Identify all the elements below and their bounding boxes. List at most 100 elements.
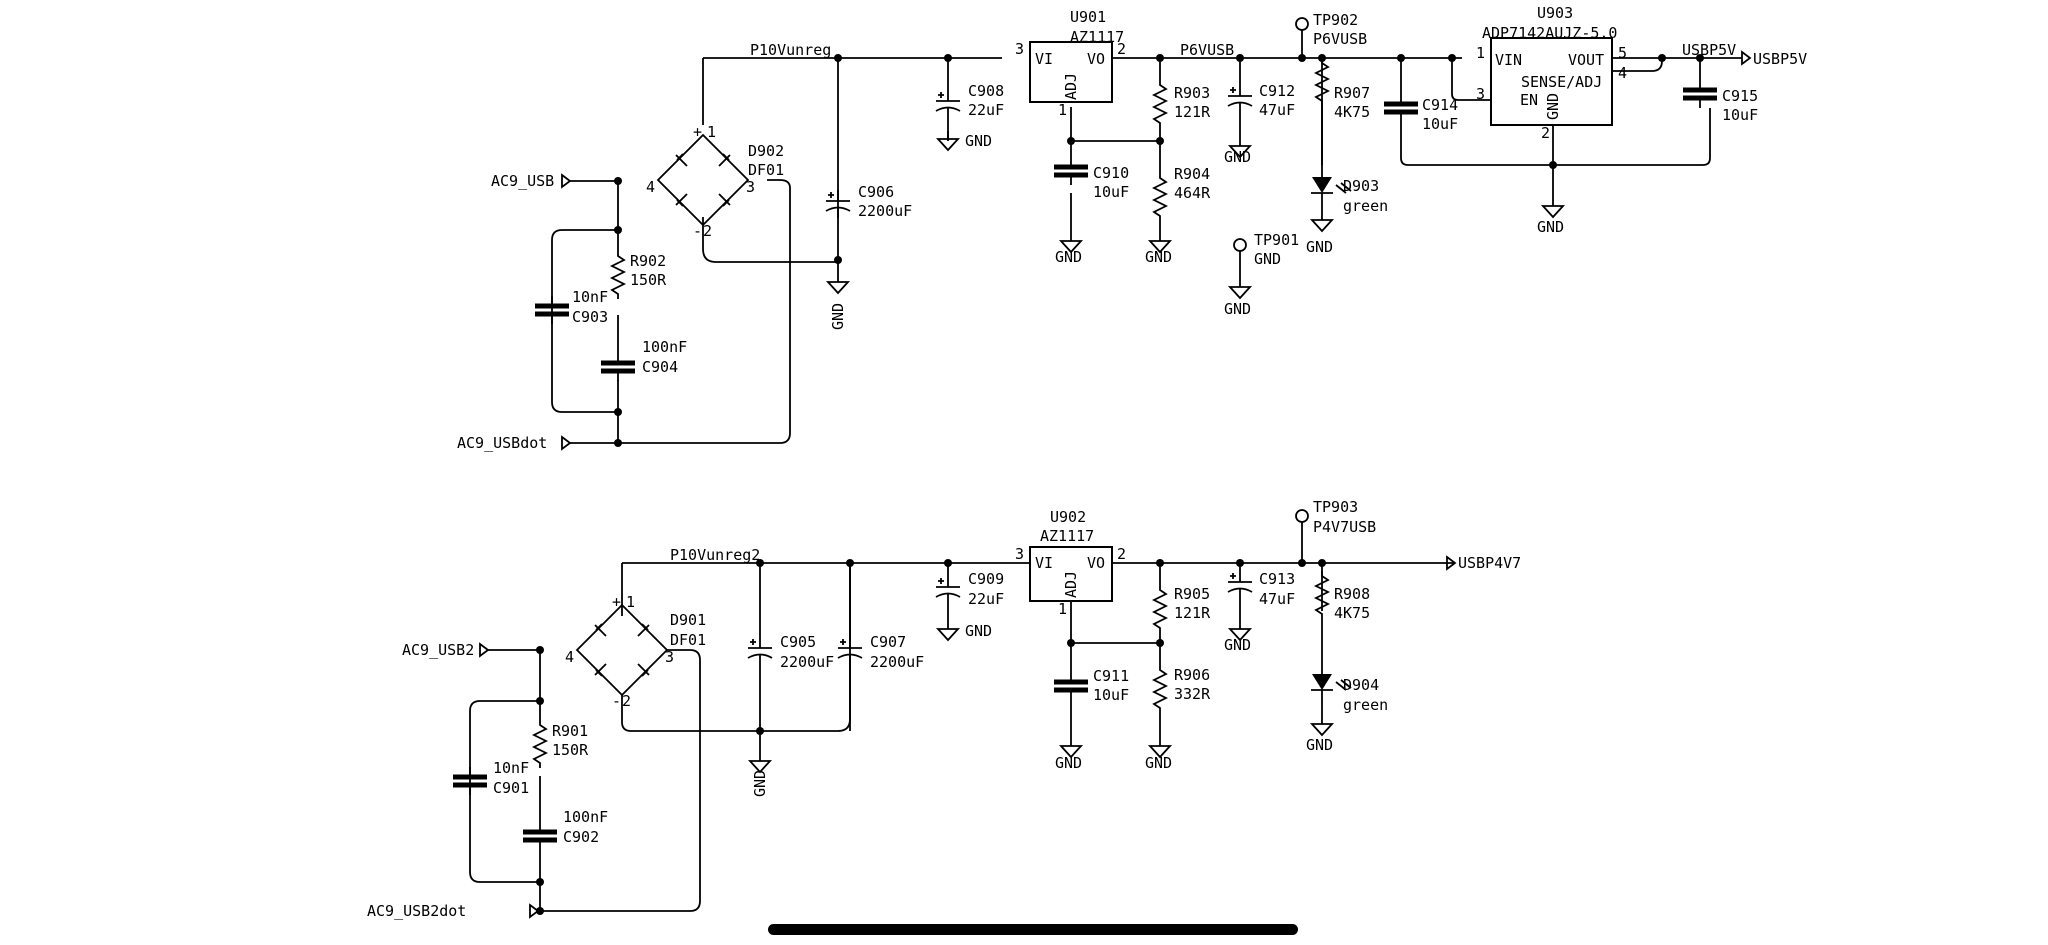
gnd-label: GND (829, 303, 847, 330)
output-port-usbp4v7 (1446, 555, 1457, 571)
regulator-u903 (1490, 37, 1613, 126)
c910-value: 10uF (1093, 183, 1129, 201)
u902-vo-pin: VO (1087, 554, 1105, 572)
capacitor-c909 (935, 575, 961, 605)
capacitor-c913 (1227, 570, 1253, 600)
c908-value: 22uF (968, 101, 1004, 119)
u902-pin1: 1 (1058, 600, 1067, 618)
d902-pin-plus: + (693, 123, 702, 141)
output-port-usbp5v (1741, 50, 1752, 66)
input-port-ac9-usb (561, 173, 572, 189)
c909-value: 22uF (968, 590, 1004, 608)
capacitor-c905 (747, 636, 773, 666)
u902-pin3: 3 (1015, 545, 1024, 563)
c912-value: 47uF (1259, 101, 1295, 119)
gnd-label: GND (1224, 300, 1251, 318)
u901-ref: U901 (1070, 8, 1106, 26)
ground-symbol (1311, 715, 1333, 736)
r902-value: 150R (630, 271, 667, 289)
c911-ref: C911 (1093, 667, 1129, 685)
ground-symbol (1311, 211, 1333, 232)
r905-ref: R905 (1174, 585, 1210, 603)
gnd-label: GND (1055, 754, 1082, 772)
resistor-r904 (1153, 172, 1167, 222)
u903-gnd-pin: GND (1544, 93, 1562, 120)
resistor-r906 (1153, 664, 1167, 714)
capacitor-c912 (1227, 84, 1253, 114)
gnd-label: GND (965, 622, 992, 640)
c908-ref: C908 (968, 82, 1004, 100)
capacitor-c915 (1683, 80, 1717, 108)
u902-ref: U902 (1050, 508, 1086, 526)
d901-value: DF01 (670, 631, 706, 649)
r904-value: 464R (1174, 184, 1211, 202)
d901-pin3: 3 (665, 648, 674, 666)
r901-value: 150R (552, 741, 589, 759)
r908-ref: R908 (1334, 585, 1370, 603)
input-port-ac9-usbdot (561, 435, 572, 451)
r906-value: 332R (1174, 685, 1211, 703)
test-point-tp903 (1295, 509, 1309, 523)
net-p6vusb: P6VUSB (1180, 41, 1234, 59)
u902-vi-pin: VI (1035, 554, 1053, 572)
u903-sense-pin: SENSE/ADJ (1521, 73, 1602, 91)
d902-pin4: 4 (646, 178, 655, 196)
net-p10vunreg2: P10Vunreg2 (670, 546, 760, 564)
gnd-label: GND (965, 132, 992, 150)
c913-ref: C913 (1259, 570, 1295, 588)
u901-vo-pin: VO (1087, 50, 1105, 68)
u903-pin5: 5 (1618, 44, 1627, 62)
u903-ref: U903 (1537, 4, 1573, 22)
ground-symbol (1542, 197, 1564, 218)
d901-pin1: 1 (626, 593, 635, 611)
r907-ref: R907 (1334, 84, 1370, 102)
c903-value: 10nF (572, 288, 608, 306)
d902-pin3: 3 (746, 178, 755, 196)
resistor-r903 (1153, 79, 1167, 129)
c901-value: 10nF (493, 759, 529, 777)
d902-pin2: 2 (703, 222, 712, 240)
capacitor-c910 (1054, 157, 1088, 185)
gnd-label: GND (1145, 248, 1172, 266)
u903-pin2: 2 (1541, 124, 1550, 142)
u901-vi-pin: VI (1035, 50, 1053, 68)
tp902-value: P6VUSB (1313, 30, 1367, 48)
gnd-label: GND (1306, 736, 1333, 754)
resistor-r901 (533, 719, 547, 769)
u903-pin3: 3 (1476, 85, 1485, 103)
c910-ref: C910 (1093, 164, 1129, 182)
d901-pin4: 4 (565, 648, 574, 666)
r901-ref: R901 (552, 722, 588, 740)
r902-ref: R902 (630, 252, 666, 270)
net-ac9-usb2: AC9_USB2 (402, 641, 474, 659)
gnd-label: GND (1224, 636, 1251, 654)
c906-value: 2200uF (858, 202, 912, 220)
u901-adj-pin: ADJ (1062, 73, 1080, 100)
home-indicator-bar[interactable] (768, 924, 1298, 935)
gnd-label: GND (1224, 148, 1251, 166)
d901-pin-minus: - (612, 692, 621, 710)
bridge-rectifier-d902 (657, 134, 749, 226)
gnd-label: GND (1537, 218, 1564, 236)
u901-value: AZ1117 (1070, 28, 1124, 46)
d902-pin-minus: - (693, 222, 702, 240)
u901-pin1: 1 (1058, 101, 1067, 119)
ground-symbol (937, 620, 959, 641)
net-ac9-usbdot: AC9_USBdot (457, 434, 547, 452)
r905-value: 121R (1174, 604, 1211, 622)
d901-ref: D901 (670, 611, 706, 629)
c914-value: 10uF (1422, 115, 1458, 133)
test-point-tp902 (1295, 17, 1309, 31)
c906-ref: C906 (858, 183, 894, 201)
c912-ref: C912 (1259, 82, 1295, 100)
capacitor-c911 (1054, 672, 1088, 700)
net-p10vunreg: P10Vunreg (750, 41, 831, 59)
d901-pin-plus: + (612, 593, 621, 611)
u901-pin3: 3 (1015, 40, 1024, 58)
u903-value: ADP7142AUJZ-5.0 (1482, 24, 1617, 42)
net-usbp4v7: USBP4V7 (1458, 554, 1521, 572)
tp902-ref: TP902 (1313, 11, 1358, 29)
test-point-tp901 (1233, 238, 1247, 252)
capacitor-c902 (523, 822, 557, 850)
